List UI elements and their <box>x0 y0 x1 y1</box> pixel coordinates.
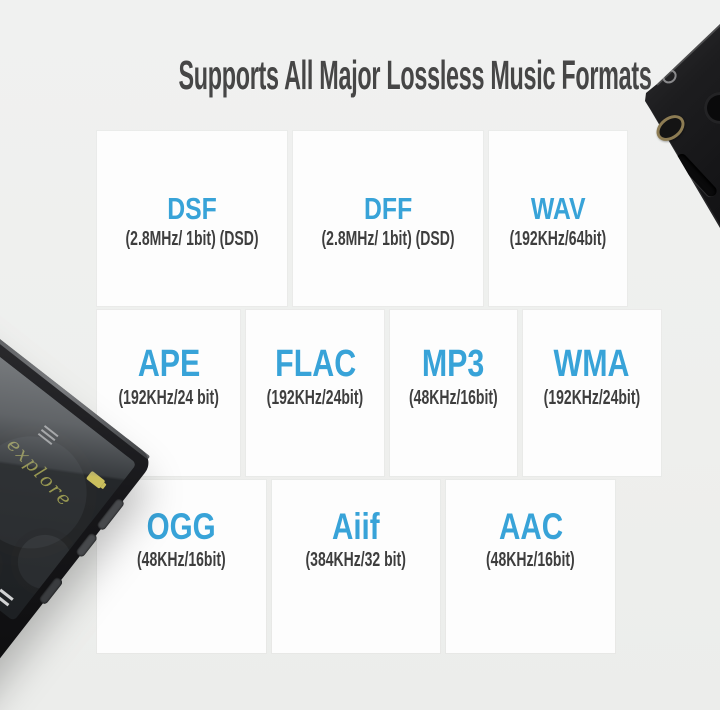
format-card-aiif: Aiif (384KHz/32 bit) <box>271 480 441 653</box>
format-card-dsf: DSF (2.8MHz/ 1bit) (DSD) <box>97 131 287 306</box>
format-name: WMA <box>553 343 630 385</box>
format-name: MP3 <box>422 343 485 385</box>
format-row-3: OGG (48KHz/16bit) Aiif (384KHz/32 bit) A… <box>97 480 615 653</box>
format-name: APE <box>137 343 200 385</box>
format-card-ape: APE (192KHz/24 bit) <box>97 310 241 476</box>
format-spec: (192KHz/24bit) <box>543 387 641 409</box>
format-name: Aiif <box>332 506 380 547</box>
format-spec: (192KHz/24 bit) <box>118 387 219 409</box>
format-card-aac: AAC (48KHz/16bit) <box>446 480 615 653</box>
format-spec: (48KHz/16bit) <box>486 549 576 571</box>
player-corner-photo <box>600 0 720 260</box>
format-spec: (192KHz/64bit) <box>509 228 607 250</box>
format-name: FLAC <box>274 343 356 385</box>
volume-knob <box>704 92 720 124</box>
format-card-dff: DFF (2.8MHz/ 1bit) (DSD) <box>293 131 483 306</box>
format-spec: (48KHz/16bit) <box>409 387 498 409</box>
format-spec: (48KHz/16bit) <box>136 549 226 571</box>
format-name: DSF <box>167 191 217 226</box>
format-card-mp3: MP3 (48KHz/16bit) <box>390 310 517 476</box>
format-card-wav: WAV (192KHz/64bit) <box>489 131 627 306</box>
page-title: Supports All Major Lossless Music Format… <box>0 52 720 99</box>
format-spec: (2.8MHz/ 1bit) (DSD) <box>321 228 455 250</box>
format-name: WAV <box>530 191 586 226</box>
format-grid: DSF (2.8MHz/ 1bit) (DSD) DFF (2.8MHz/ 1b… <box>97 131 661 653</box>
page-title-text: Supports All Major Lossless Music Format… <box>178 52 652 98</box>
format-name: AAC <box>498 506 563 547</box>
format-card-wma: WMA (192KHz/24bit) <box>522 310 661 476</box>
format-spec: (2.8MHz/ 1bit) (DSD) <box>125 228 259 250</box>
side-groove <box>673 151 719 199</box>
format-spec: (384KHz/32 bit) <box>305 549 407 571</box>
format-card-ogg: OGG (48KHz/16bit) <box>97 480 266 653</box>
brand-ring-logo <box>659 66 680 87</box>
format-card-flac: FLAC (192KHz/24bit) <box>246 310 385 476</box>
format-row-2: APE (192KHz/24 bit) FLAC (192KHz/24bit) … <box>97 310 661 476</box>
format-name: OGG <box>146 506 216 547</box>
engraved-text-decor <box>670 24 715 63</box>
format-spec: (192KHz/24bit) <box>267 387 364 409</box>
format-name: DFF <box>363 191 413 226</box>
format-row-1: DSF (2.8MHz/ 1bit) (DSD) DFF (2.8MHz/ 1b… <box>97 131 627 306</box>
